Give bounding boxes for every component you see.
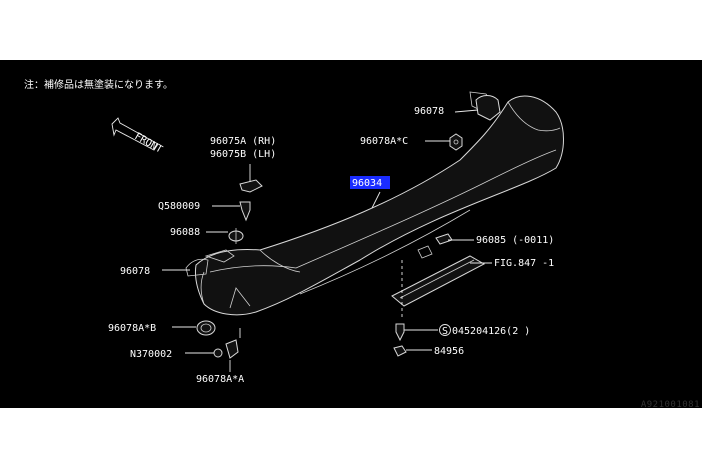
label-96078A-A: 96078A*A bbox=[196, 374, 244, 385]
screw-045204126-icon bbox=[395, 323, 405, 342]
note-text: 注：補修品は無塗装になります。 bbox=[24, 78, 173, 91]
label-96088: 96088 bbox=[170, 227, 200, 238]
front-arrow-icon bbox=[111, 117, 159, 151]
bracket-96078-top bbox=[475, 95, 501, 121]
label-045204126: 045204126(2 ) bbox=[452, 326, 530, 337]
leader-lines bbox=[162, 109, 492, 372]
label-96075A: 96075A (RH) bbox=[210, 136, 276, 147]
label-96085: 96085 (-0011) bbox=[476, 235, 554, 246]
highlight-96034 bbox=[350, 176, 390, 189]
svg-text:S: S bbox=[442, 326, 448, 337]
clip-84956-icon bbox=[393, 345, 407, 357]
label-Q580009: Q580009 bbox=[158, 201, 200, 212]
front-label: FRONT bbox=[133, 131, 165, 156]
label-FIG847: FIG.847 -1 bbox=[494, 258, 554, 269]
catalog-number: A921001081 bbox=[640, 400, 700, 410]
label-96078A-B: 96078A*B bbox=[108, 323, 156, 334]
nut-N370002-icon bbox=[213, 348, 223, 358]
grommet-96088-icon bbox=[228, 228, 244, 244]
screw-Q580009-icon bbox=[239, 201, 251, 222]
s-marker-icon: S bbox=[439, 324, 451, 337]
label-N370002: N370002 bbox=[130, 349, 172, 360]
label-96075B: 96075B (LH) bbox=[210, 149, 276, 160]
label-96078A-C: 96078A*C bbox=[360, 136, 408, 147]
diagram-panel: 注：補修品は無塗装になります。 FRONT bbox=[0, 60, 702, 408]
brake-light-assembly bbox=[391, 233, 486, 320]
label-96078-top: 96078 bbox=[414, 106, 444, 117]
label-96034[interactable]: 96034 bbox=[352, 178, 382, 189]
clip-96075-icon bbox=[239, 179, 263, 193]
spoiler-body bbox=[185, 91, 564, 316]
pad-96078A-B-icon bbox=[196, 320, 216, 336]
parts-diagram: 注：補修品は無塗装になります。 FRONT bbox=[24, 78, 564, 385]
clip-96078A-A-icon bbox=[225, 339, 239, 359]
nut-96078A-C-icon bbox=[449, 133, 463, 151]
label-96078-left: 96078 bbox=[120, 266, 150, 277]
label-84956: 84956 bbox=[434, 346, 464, 357]
